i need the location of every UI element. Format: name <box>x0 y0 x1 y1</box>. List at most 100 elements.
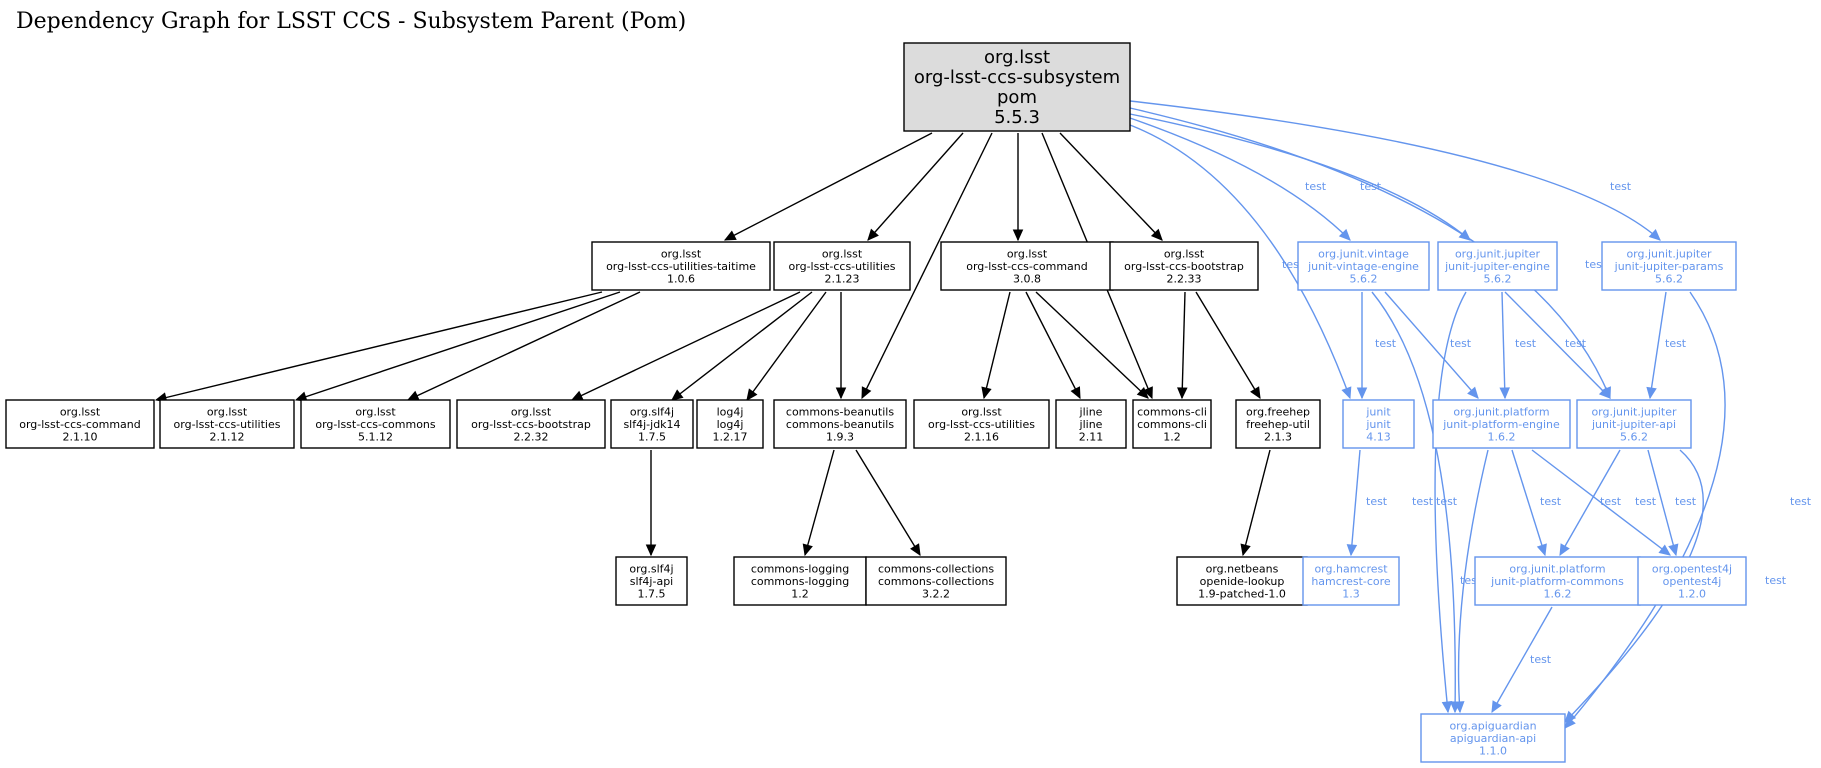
node-box <box>1576 399 1692 449</box>
node-group: org.netbeans <box>1206 563 1279 576</box>
node-artifact: org-lsst-ccs-commons <box>315 418 436 431</box>
dependency-edge: test <box>1356 292 1397 400</box>
arrowhead <box>1341 386 1352 400</box>
edge-line <box>1129 107 1611 399</box>
dependency-node[interactable]: org.junit.platformjunit-platform-engine1… <box>1432 399 1571 449</box>
dependency-node[interactable]: commons-collectionscommons-collections3.… <box>865 556 1007 606</box>
dependency-edge <box>861 132 993 400</box>
node-group: org.lsst <box>60 406 101 419</box>
dependency-edge: test <box>1646 291 1687 400</box>
arrowhead <box>1648 229 1661 241</box>
graph-title: Dependency Graph for LSST CCS - Subsyste… <box>16 9 686 34</box>
node-box <box>1342 399 1415 449</box>
dependency-node[interactable]: org.junit.platformjunit-platform-commons… <box>1474 556 1641 606</box>
arrowhead <box>835 387 847 400</box>
arrowhead <box>1346 544 1358 557</box>
node-artifact: org-lsst-ccs-utilities <box>928 418 1035 431</box>
edge-line <box>804 449 835 556</box>
node-group: org.hamcrest <box>1314 563 1388 576</box>
dependency-edge: test <box>1647 449 1697 557</box>
node-group: org.opentest4j <box>1652 563 1732 576</box>
node-box <box>1474 556 1641 606</box>
node-artifact: apiguardian-api <box>1450 732 1536 745</box>
dependency-edge <box>1025 291 1081 400</box>
edge-line <box>1195 291 1261 399</box>
node-group: commons-beanutils <box>786 406 894 419</box>
node-artifact: junit-vintage-engine <box>1307 260 1419 273</box>
node-artifact: org-lsst-ccs-utilities <box>789 260 896 273</box>
edge-label: test <box>1515 337 1537 350</box>
arrowhead <box>1338 228 1351 241</box>
dependency-edge <box>1012 133 1024 242</box>
node-group: org.lsst <box>822 248 863 261</box>
dependency-edge <box>1035 291 1149 399</box>
node-artifact: commons-cli <box>1137 418 1207 431</box>
edge-line <box>1242 449 1271 556</box>
edge-line <box>1059 132 1163 241</box>
node-artifact: org-lsst-ccs-command <box>966 260 1088 273</box>
dependency-edge: test <box>1564 449 1787 723</box>
node-version: 3.2.2 <box>922 588 950 601</box>
edge-line <box>855 449 921 556</box>
node-group: org.slf4j <box>630 406 674 419</box>
edge-label: test <box>1366 495 1388 508</box>
node-group: org.junit.vintage <box>1318 248 1409 261</box>
edge-line <box>1647 449 1677 556</box>
arrowhead <box>723 230 737 241</box>
node-version: 1.2 <box>1163 431 1181 444</box>
node-artifact: org-lsst-ccs-utilities <box>174 418 281 431</box>
node-artifact: junit <box>1365 418 1391 431</box>
node-version: 5.6.2 <box>1350 273 1378 286</box>
edge-line <box>1457 449 1489 713</box>
edge-label: test <box>1600 495 1622 508</box>
dependency-node[interactable]: org.junit.vintagejunit-vintage-engine5.6… <box>1297 241 1430 291</box>
dependency-node[interactable]: org.junit.jupiterjunit-jupiter-params5.6… <box>1601 241 1737 291</box>
node-artifact: commons-logging <box>751 575 849 588</box>
dependency-edge <box>1195 291 1261 400</box>
node-box <box>733 556 867 606</box>
node-group: commons-logging <box>751 563 849 576</box>
node-artifact: org-lsst-ccs-utilities-taitime <box>606 260 756 273</box>
dependency-node[interactable]: org.netbeansopenide-lookup1.9-patched-1.… <box>1176 556 1308 606</box>
node-version: 1.2.17 <box>713 431 748 444</box>
node-version: 2.2.32 <box>514 431 549 444</box>
dependency-node[interactable]: org.lsstorg-lsst-ccs-utilities-taitime1.… <box>591 241 771 291</box>
edge-line <box>1564 449 1704 723</box>
node-box <box>1109 241 1259 291</box>
node-artifact: slf4j-jdk14 <box>623 418 680 431</box>
node-version: 1.2.0 <box>1678 588 1706 601</box>
node-box <box>1302 556 1400 606</box>
edge-line <box>724 132 933 241</box>
edge-line <box>1384 291 1479 399</box>
edge-line <box>1129 117 1351 241</box>
arrowhead <box>981 386 992 400</box>
node-box <box>865 556 1007 606</box>
dependency-node[interactable]: org.junit.jupiterjunit-jupiter-engine5.6… <box>1437 241 1558 291</box>
node-artifact: junit-platform-commons <box>1490 575 1624 588</box>
node-group: org.junit.platform <box>1453 406 1549 419</box>
node-version: 5.6.2 <box>1655 273 1683 286</box>
node-version: pom <box>997 87 1037 108</box>
